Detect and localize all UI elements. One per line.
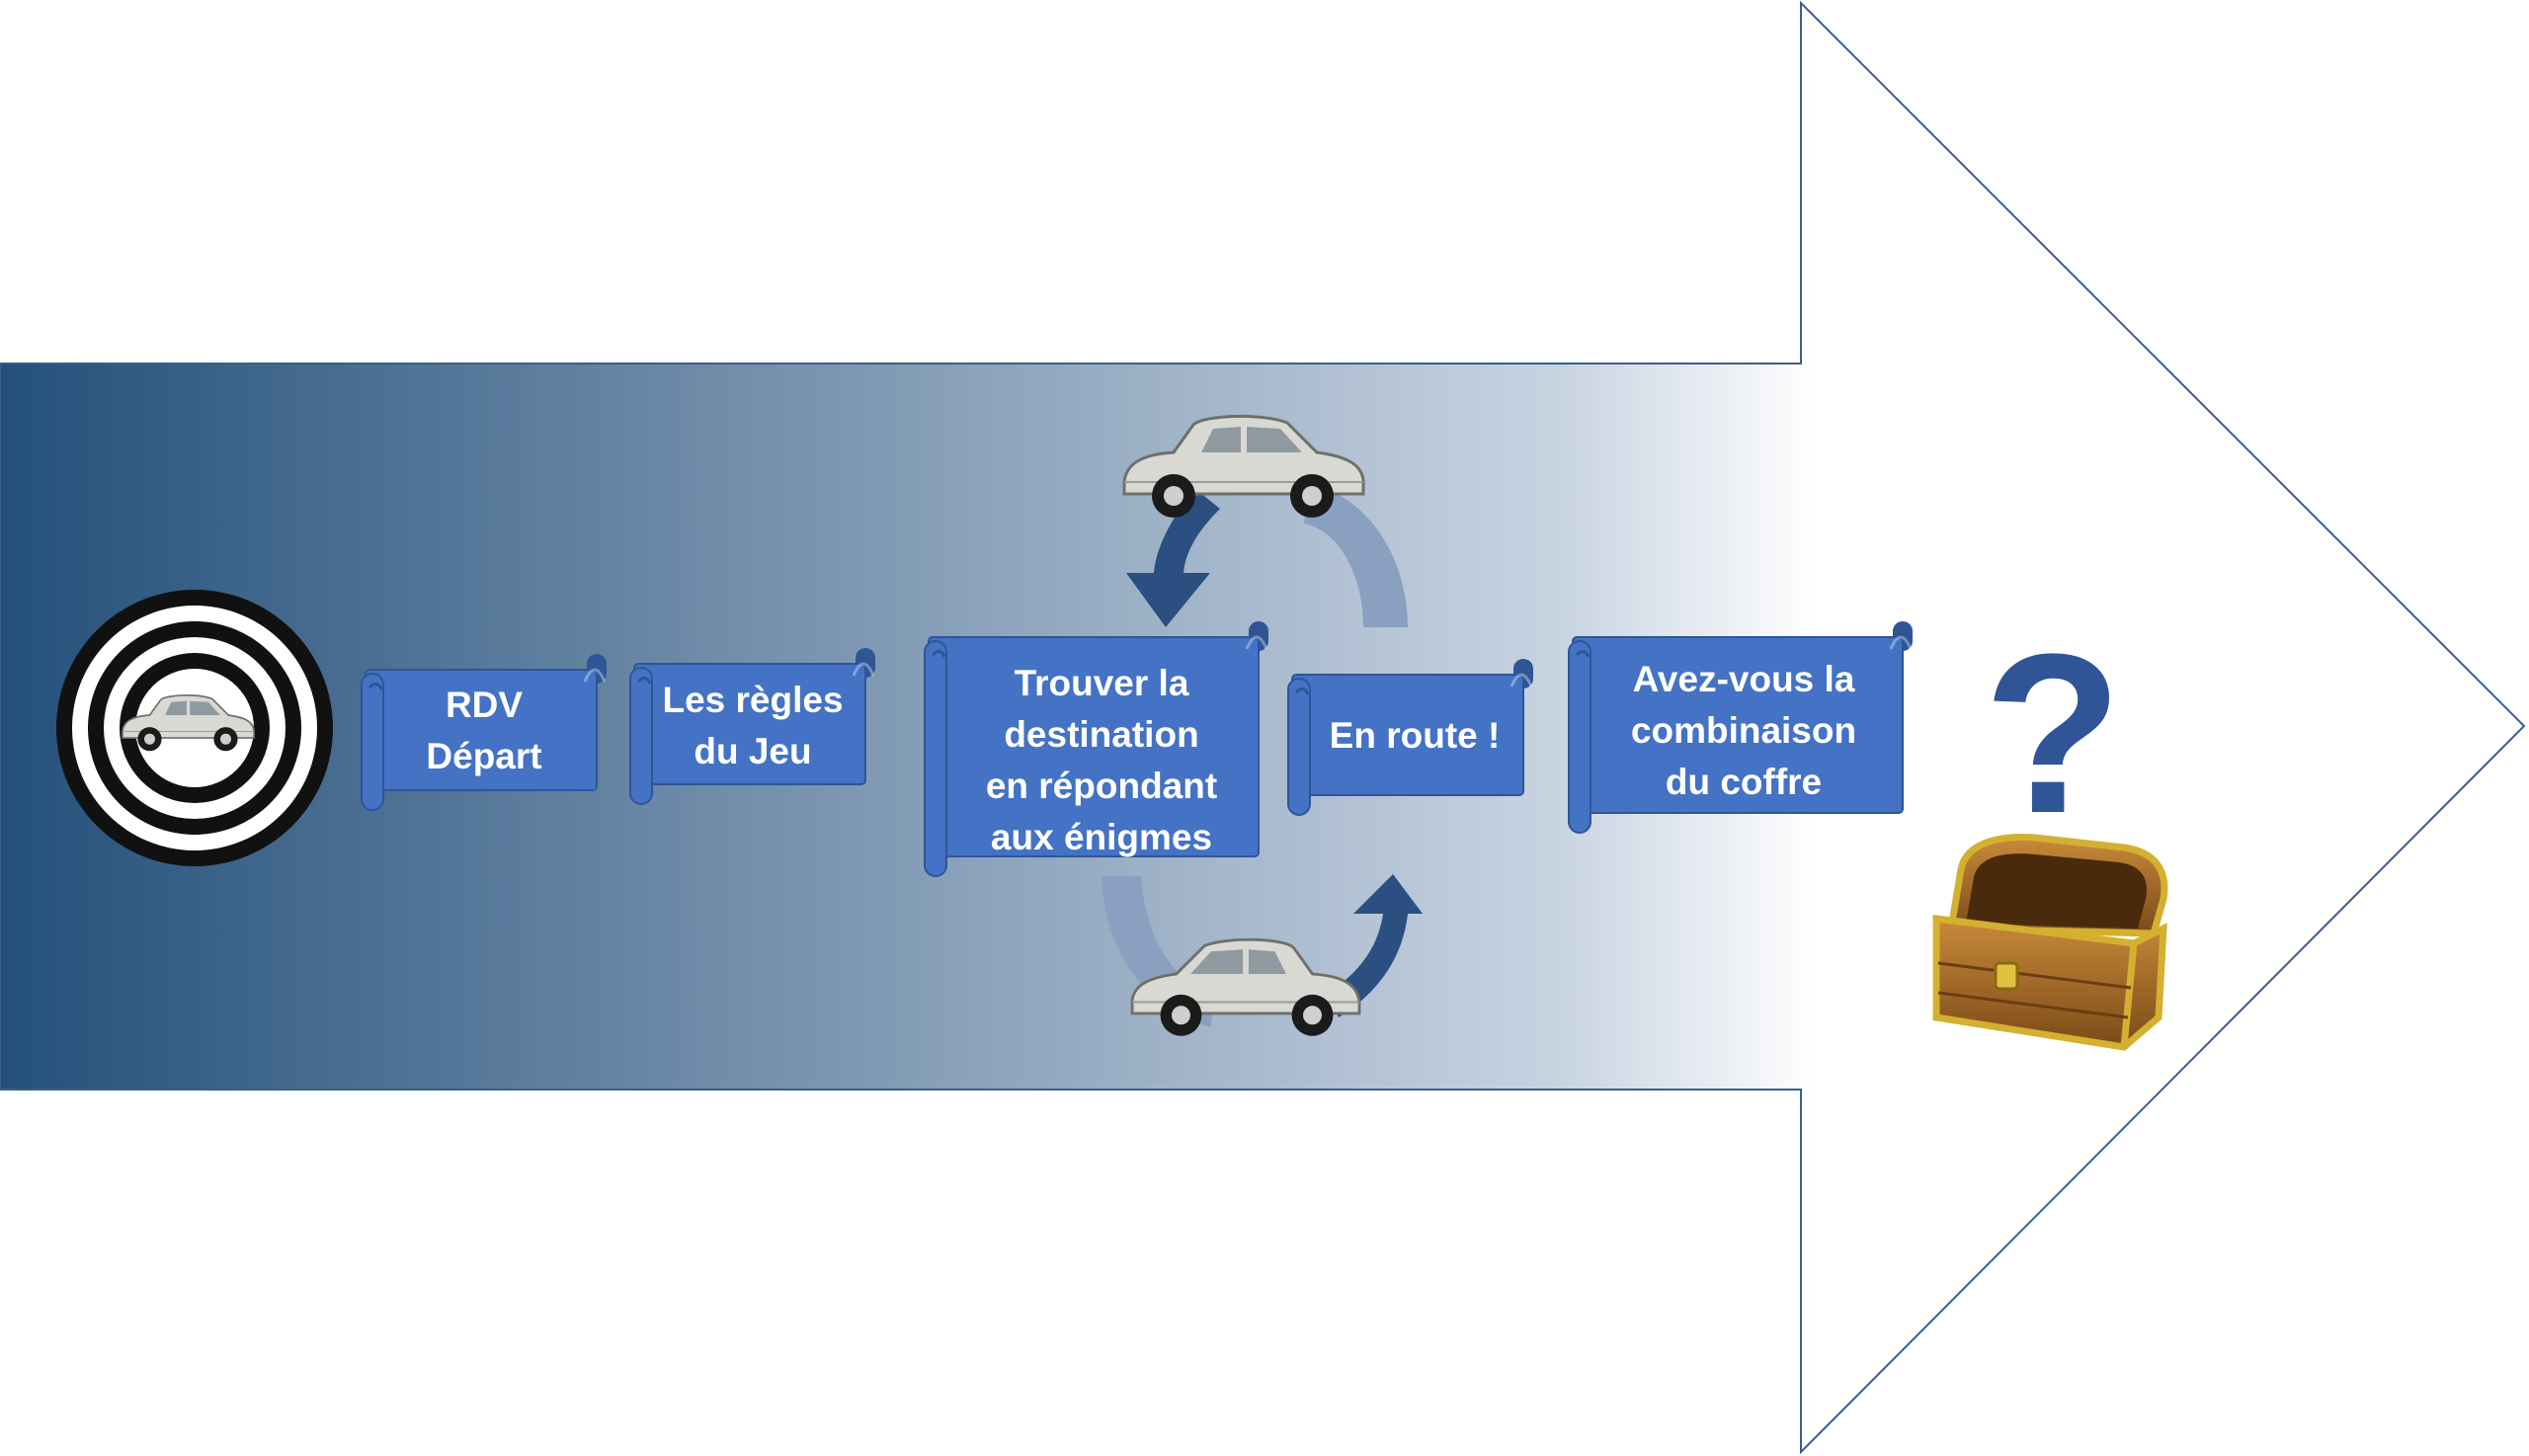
scroll-banner-route <box>1287 659 1533 816</box>
step-label-rules: Les règles du Jeu <box>642 667 863 785</box>
step-line: Départ <box>426 736 542 776</box>
treasure-chest-icon <box>1932 833 2168 1051</box>
step-label-route: En route ! <box>1304 696 1525 775</box>
step-label-find: Trouver la destination en répondant aux … <box>953 652 1250 869</box>
step-line: Avez-vous la <box>1632 659 1855 699</box>
step-label-combo: Avez-vous la combinaison du coffre <box>1586 652 1902 810</box>
cycle-arrow-top <box>1126 484 1408 627</box>
step-line: aux énigmes <box>990 817 1213 857</box>
step-line: Les règles <box>662 680 844 720</box>
vintage-car-icon <box>1130 937 1361 1036</box>
step-line: du Jeu <box>693 731 812 771</box>
scroll-banner-find <box>924 621 1268 877</box>
step-line: destination <box>1004 714 1199 755</box>
step-label-rdv: RDV Départ <box>373 672 595 790</box>
vintage-car-icon <box>122 694 255 752</box>
scroll-banner-rdv <box>361 654 607 811</box>
scroll-banner-rules <box>629 648 875 805</box>
step-line: Trouver la <box>1014 663 1189 703</box>
step-line: combinaison <box>1630 710 1857 751</box>
step-line: du coffre <box>1665 762 1823 802</box>
step-line: RDV <box>445 685 524 725</box>
vintage-car-icon <box>1122 414 1365 518</box>
question-mark-icon: ? <box>1984 607 2123 860</box>
step-line: en répondant <box>985 766 1218 806</box>
step-line: En route ! <box>1329 715 1501 756</box>
scroll-banner-combo <box>1568 621 1913 834</box>
